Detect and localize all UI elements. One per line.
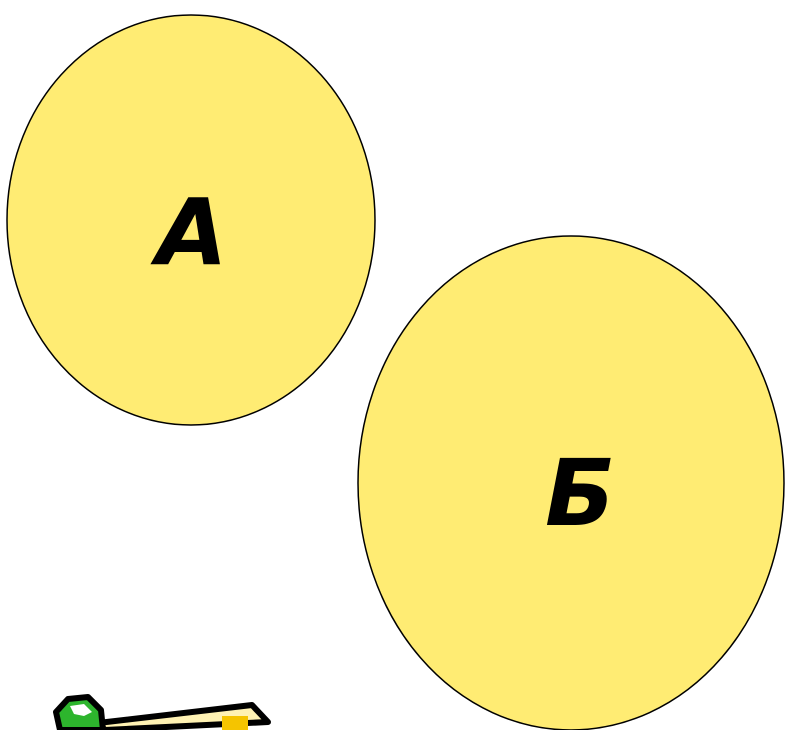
set-a-label: А bbox=[150, 179, 227, 286]
set-a: А bbox=[7, 15, 375, 425]
pencil-icon bbox=[56, 697, 268, 730]
pencil-band bbox=[222, 716, 248, 730]
set-b-label: Б bbox=[545, 440, 615, 547]
set-b: Б bbox=[358, 236, 784, 730]
